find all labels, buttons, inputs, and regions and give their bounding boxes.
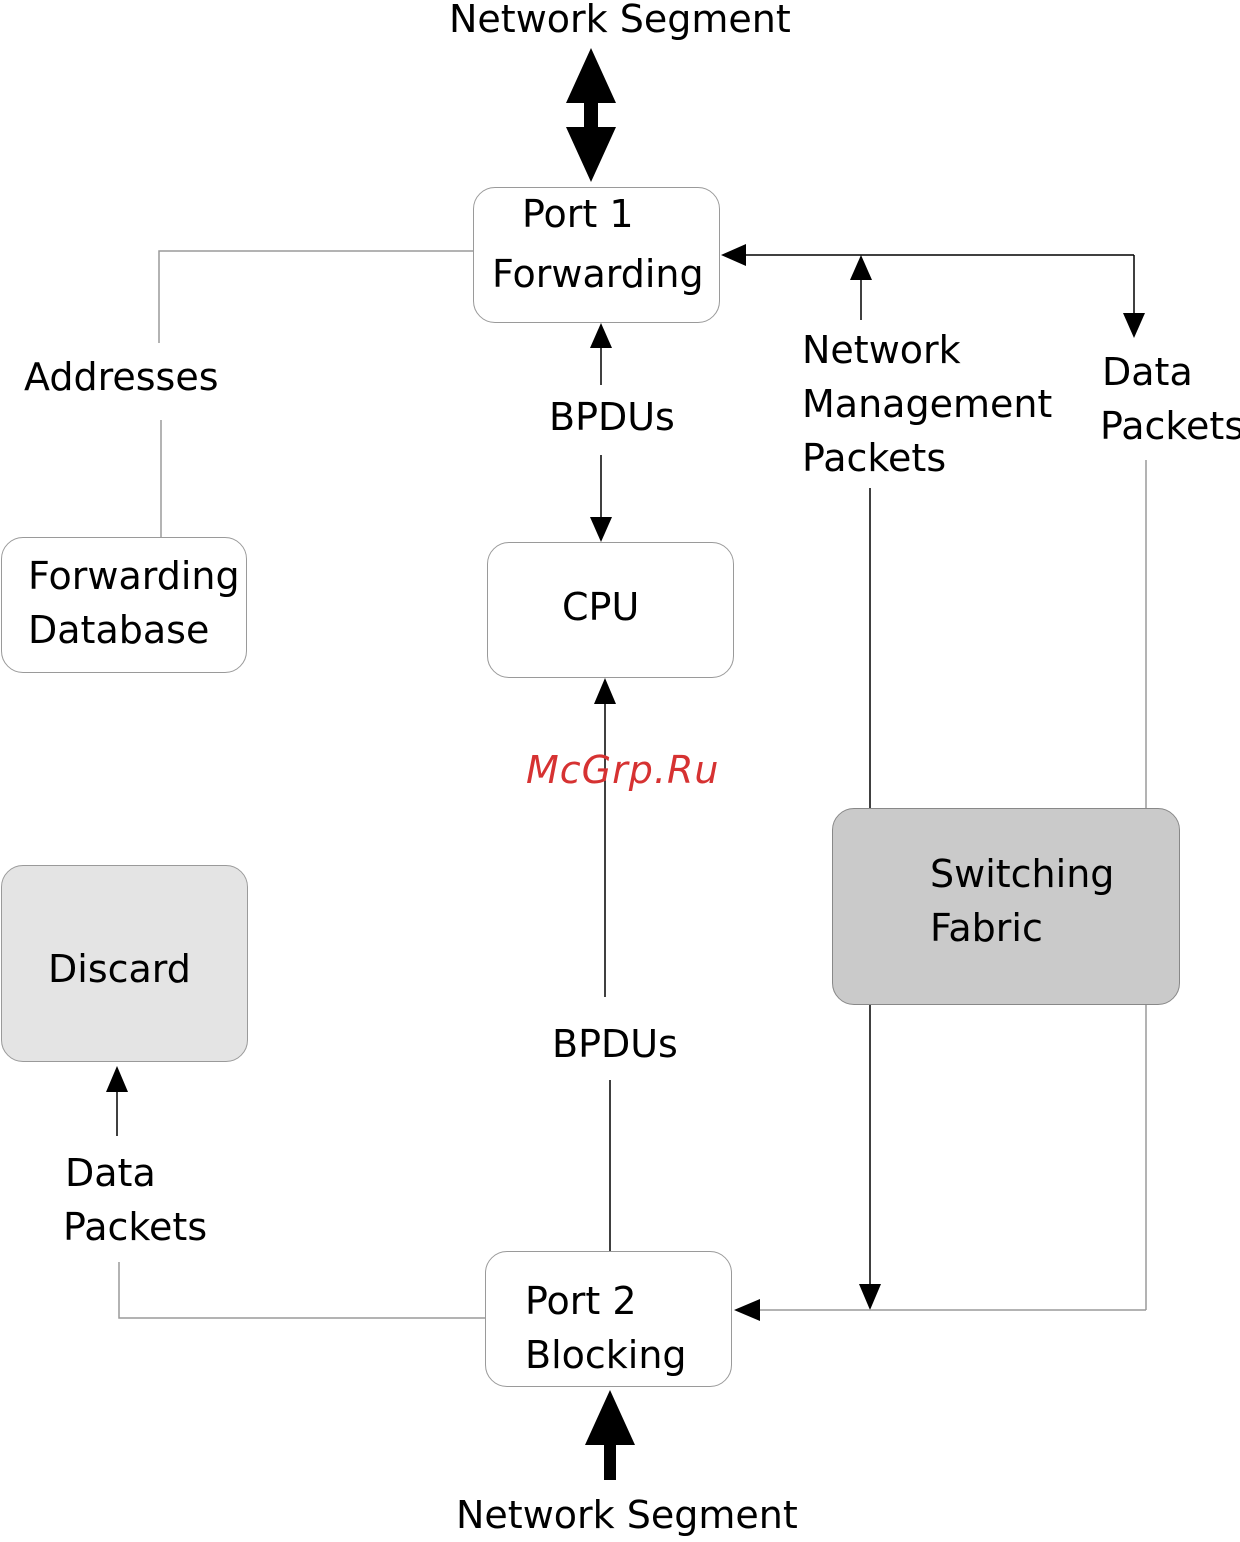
bottom-network-segment-label: Network Segment	[456, 1488, 798, 1542]
data-right-label-1: Data	[1102, 345, 1193, 399]
port1-state: Forwarding	[492, 247, 704, 301]
data-right-label-2: Packets	[1100, 399, 1240, 453]
netmgmt-label-2: Management	[802, 377, 1052, 431]
bottom-segment-arrow	[585, 1390, 635, 1480]
cpu-label: CPU	[562, 580, 639, 634]
fabric-down-arrow	[859, 1005, 881, 1310]
top-segment-arrow	[566, 48, 616, 182]
bpdu-bottom-up-arrow	[594, 678, 616, 997]
port2-title: Port 2	[525, 1274, 637, 1328]
netmgmt-up-arrow	[850, 255, 872, 320]
bpdus-bottom-label: BPDUs	[552, 1017, 678, 1071]
switching-label-2: Fabric	[930, 901, 1043, 955]
fdb-label-2: Database	[28, 603, 209, 657]
watermark: McGrp.Ru	[526, 748, 719, 792]
fdb-label-1: Forwarding	[28, 549, 240, 603]
addresses-label: Addresses	[24, 350, 219, 404]
top-network-segment-label: Network Segment	[449, 0, 791, 46]
port1-title: Port 1	[522, 187, 634, 241]
netmgmt-label-1: Network	[802, 323, 961, 377]
port2-right-bus	[734, 1005, 1146, 1321]
data-left-line	[119, 1262, 486, 1318]
discard-up-arrow	[106, 1066, 128, 1136]
bpdus-top-label: BPDUs	[549, 390, 675, 444]
netmgmt-label-3: Packets	[802, 431, 946, 485]
discard-label: Discard	[48, 942, 191, 996]
port2-state: Blocking	[525, 1328, 687, 1382]
data-left-label-2: Packets	[63, 1200, 207, 1254]
addresses-line	[159, 251, 474, 343]
data-left-label-1: Data	[65, 1146, 156, 1200]
switching-label-1: Switching	[930, 847, 1114, 901]
bpdu-top-up-arrow	[590, 323, 612, 385]
bpdu-top-down-arrow	[590, 455, 612, 542]
